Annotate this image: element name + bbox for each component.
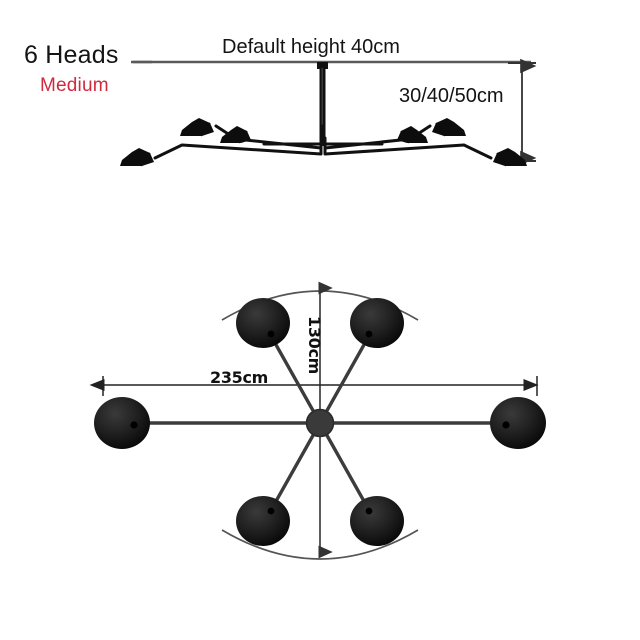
head-upper-right bbox=[350, 298, 404, 348]
center-hub bbox=[305, 408, 335, 438]
size-variant-label: Medium bbox=[40, 75, 109, 96]
plan-view-graphic bbox=[89, 281, 546, 560]
page-title: 6 Heads bbox=[24, 41, 119, 69]
head-left bbox=[94, 397, 150, 449]
span-depth-label: 130cm bbox=[305, 316, 324, 375]
head-right bbox=[490, 397, 546, 449]
span-width-label: 235cm bbox=[210, 368, 269, 387]
lamp-heads-plan bbox=[94, 298, 546, 546]
ceiling-stem bbox=[317, 62, 328, 146]
width-dimension bbox=[89, 376, 539, 396]
lamp-heads-elevation bbox=[120, 118, 527, 167]
default-height-label: Default height 40cm bbox=[222, 36, 400, 58]
drop-dimension bbox=[503, 58, 537, 166]
head-upper-left bbox=[236, 298, 290, 348]
head-lower-right bbox=[350, 496, 404, 546]
head-lower-left bbox=[236, 496, 290, 546]
drop-range-label: 30/40/50cm bbox=[399, 85, 504, 107]
